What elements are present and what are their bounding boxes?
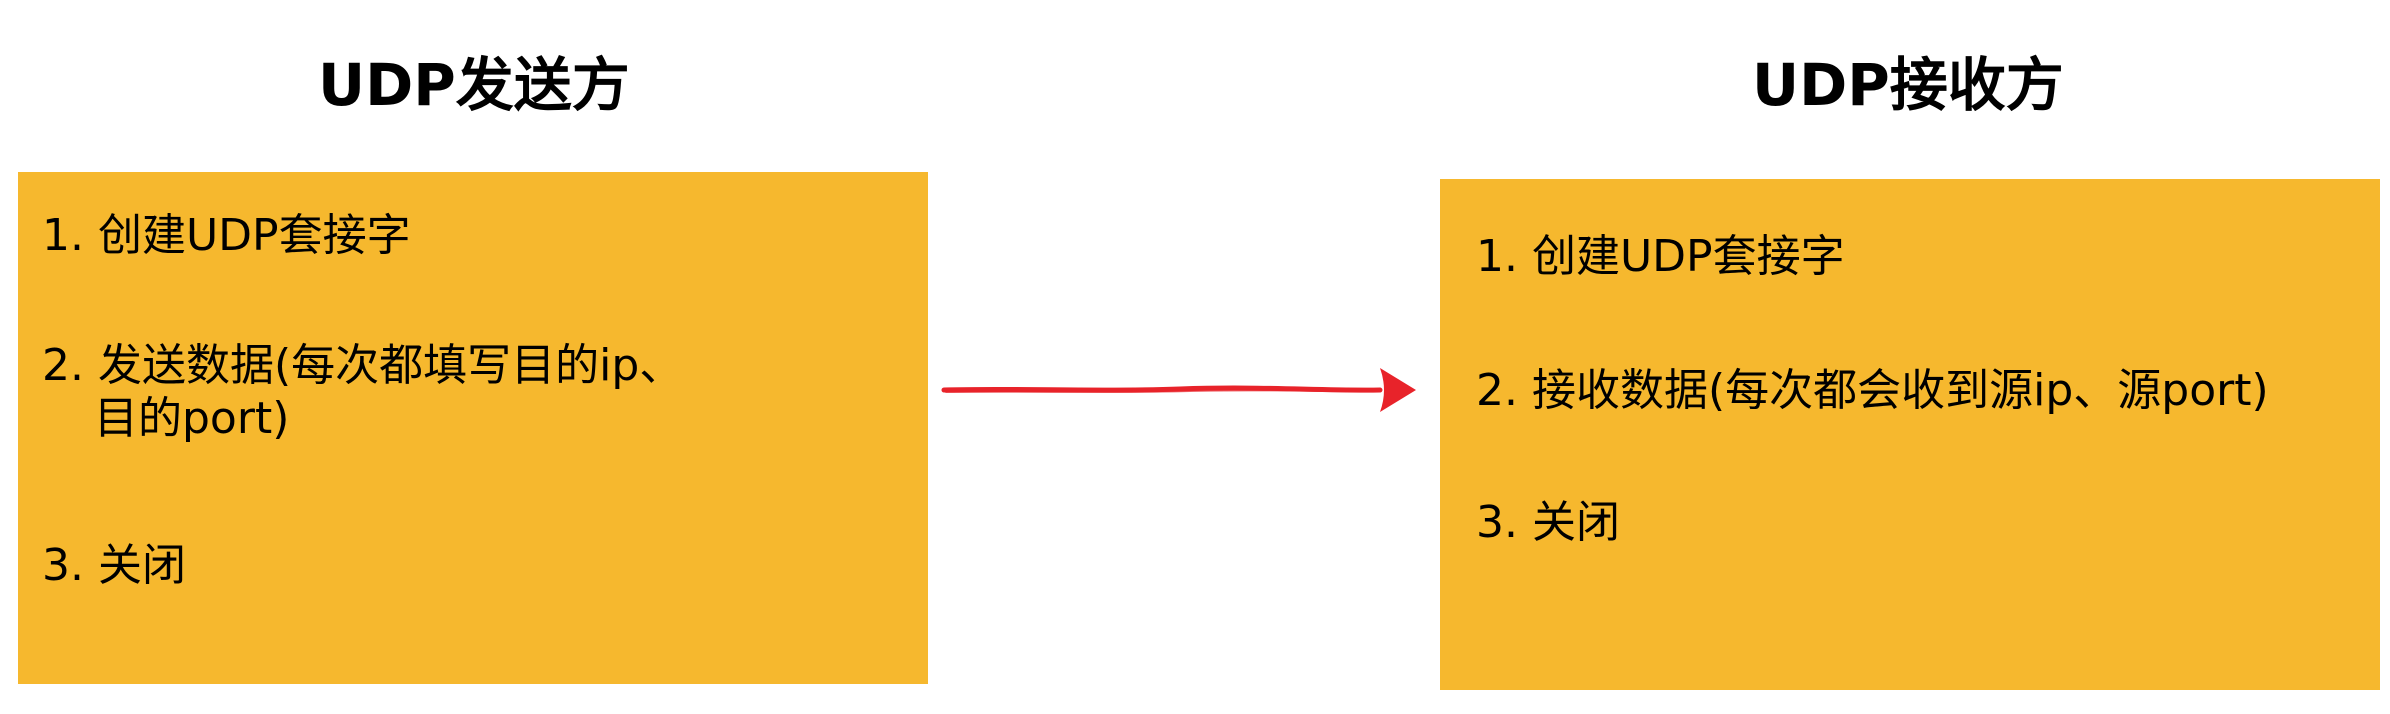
sender-step-1: 1. 创建UDP套接字	[42, 210, 411, 261]
receiver-box: 1. 创建UDP套接字 2. 接收数据(每次都会收到源ip、源port) 3. …	[1440, 179, 2380, 690]
sender-step-3: 3. 关闭	[42, 540, 186, 591]
arrow-shaft	[941, 385, 1383, 393]
receiver-step-3: 3. 关闭	[1476, 497, 1620, 548]
sender-title: UDP发送方	[318, 51, 630, 119]
sender-box: 1. 创建UDP套接字 2. 发送数据(每次都填写目的ip、 目的port) 3…	[18, 172, 928, 684]
sender-step-2: 2. 发送数据(每次都填写目的ip、 目的port)	[42, 340, 683, 446]
receiver-step-1: 1. 创建UDP套接字	[1476, 231, 1845, 282]
data-flow-arrow	[941, 368, 1416, 412]
receiver-title: UDP接收方	[1752, 51, 2064, 119]
receiver-step-2: 2. 接收数据(每次都会收到源ip、源port)	[1476, 365, 2269, 416]
sender-step-2-line-1: 2. 发送数据(每次都填写目的ip、	[42, 340, 684, 391]
arrowhead	[1380, 368, 1416, 412]
arrow-shaft-texture	[945, 389, 1379, 393]
sender-step-2-line-2: 目的port)	[94, 392, 290, 444]
